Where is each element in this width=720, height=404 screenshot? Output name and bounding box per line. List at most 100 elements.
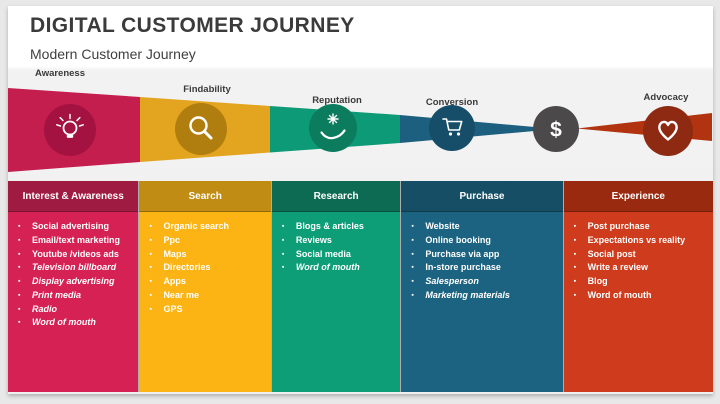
list-item: ▪ Expectations vs reality — [574, 235, 709, 246]
bullet-icon: ▪ — [573, 236, 577, 244]
column-header: Experience — [563, 181, 713, 212]
column-list: ▪Social advertising▪Email/text marketing… — [8, 212, 139, 392]
list-item: ▪ Near me — [149, 290, 266, 301]
bullet-icon: ▪ — [573, 264, 577, 272]
list-item: ▪Purchase via app — [411, 249, 558, 260]
list-item-text: Word of mouth — [32, 317, 96, 328]
list-item: ▪Online booking — [411, 235, 558, 246]
list-item: ▪Apps — [149, 276, 266, 287]
list-item-text: Print media — [32, 289, 82, 300]
care-hand-icon — [320, 113, 346, 140]
bullet-icon: ▪ — [411, 291, 414, 299]
funnel-graphic: $ — [8, 88, 712, 172]
bullet-icon: ▪ — [149, 236, 152, 244]
list-item-text: Near me — [163, 289, 199, 300]
list-item-text: In-store purchase — [425, 262, 501, 273]
list-item: ▪Website — [411, 221, 558, 232]
list-item: ▪Reviews — [282, 235, 396, 246]
journey-funnel: $ Awareness Findability Reputation Conve… — [8, 64, 713, 188]
list-item-text: Website — [425, 221, 460, 231]
shopping-cart-icon — [442, 118, 463, 136]
reputation-icon-circle — [309, 104, 357, 152]
list-item: ▪Radio — [18, 304, 134, 315]
advocacy-icon-circle — [643, 106, 693, 156]
stage-label-reputation: Reputation — [312, 95, 362, 106]
findability-icon-circle — [175, 103, 227, 155]
bullet-icon: ▪ — [18, 250, 21, 258]
list-item: ▪ Word of mouth — [18, 317, 134, 328]
list-item-text: Post purchase — [587, 221, 650, 231]
lightbulb-icon — [56, 113, 84, 138]
list-item: ▪ Write a review — [574, 262, 709, 273]
list-item: ▪Social media — [282, 249, 396, 260]
stage-label-conversion: Conversion — [425, 97, 479, 108]
journey-table: Interest & Awareness ▪ Social advertising… — [8, 181, 713, 392]
list-item-text: Purchase via app — [425, 248, 500, 259]
stage-label-awareness: Awareness — [35, 68, 85, 79]
heart-icon — [658, 120, 678, 141]
list-item-text: Directories — [163, 262, 211, 273]
list-item-text: Maps — [163, 248, 187, 259]
journey-column-purchase: Purchase ▪Website▪Online booking▪Purchas… — [400, 181, 563, 392]
bullet-icon: ▪ — [18, 305, 21, 313]
bullet-icon: ▪ — [573, 250, 577, 258]
list-item-text: Display advertising — [32, 276, 115, 286]
stage-label-advocacy: Advocacy — [643, 92, 689, 103]
bullet-icon: ▪ — [573, 223, 577, 230]
column-header: Research — [271, 181, 401, 212]
bullet-icon: ▪ — [573, 278, 577, 285]
bullet-icon: ▪ — [281, 250, 285, 258]
stage-label-findability: Findability — [183, 84, 231, 95]
list-item-text: Blogs & articles — [295, 221, 364, 231]
list-item-text: Word of mouth — [587, 289, 652, 300]
list-item: ▪Organic search — [149, 221, 266, 232]
list-item-text: GPS — [163, 303, 183, 314]
list-item: ▪Email/text marketing — [18, 235, 134, 246]
list-item-text: Ppc — [163, 234, 180, 245]
list-item: ▪ Post purchase — [574, 221, 709, 232]
column-list: ▪ Post purchase ▪ Expectations vs reality ▪ S… — [563, 212, 713, 392]
magnifier-icon — [189, 116, 213, 140]
list-item: ▪Word of mouth — [574, 290, 709, 301]
bullet-icon: ▪ — [18, 291, 21, 299]
money-icon-circle — [533, 106, 579, 152]
journey-column-experience: Experience ▪ Post purchase ▪ Expectations v… — [562, 181, 713, 392]
list-item-text: Television billboard — [32, 262, 117, 273]
bullet-icon: ▪ — [149, 264, 152, 272]
dollar-icon: $ — [550, 119, 562, 142]
list-item-text: Social advertising — [32, 221, 110, 231]
column-list: ▪Blogs & articles▪Reviews▪Social media▪W… — [271, 212, 401, 392]
journey-column-research: Research ▪ Blogs & articles ▪Reviews ▪Socia… — [270, 181, 401, 392]
bullet-icon: ▪ — [411, 264, 414, 272]
list-item: ▪ Ppc — [149, 235, 266, 246]
list-item: ▪ Social post — [574, 249, 709, 260]
list-item-text: Apps — [163, 276, 186, 286]
bullet-icon: ▪ — [411, 278, 414, 285]
list-item-text: Write a review — [587, 262, 649, 273]
page-subtitle: Modern Customer Journey — [30, 46, 196, 62]
list-item: ▪ Display advertising — [18, 276, 134, 287]
journey-column-interest-awareness: Interest & Awareness ▪ Social advertising… — [8, 181, 139, 392]
column-header: Interest & Awareness — [8, 181, 139, 212]
bullet-icon: ▪ — [149, 291, 152, 299]
bullet-icon: ▪ — [18, 319, 21, 327]
list-item: ▪Television billboard — [18, 262, 134, 273]
list-item-text: Blog — [587, 276, 608, 286]
conversion-icon-circle — [429, 105, 475, 151]
list-item-text: Social post — [587, 248, 636, 259]
list-item: ▪ Print media — [18, 290, 134, 301]
list-item-text: Expectations vs reality — [587, 234, 686, 245]
list-item-text: Email/text marketing — [32, 234, 121, 245]
list-item: ▪ Salesperson — [411, 276, 558, 287]
list-item: ▪ Directories — [149, 262, 266, 273]
list-item: ▪ In-store purchase — [411, 262, 558, 273]
bullet-icon: ▪ — [149, 305, 152, 313]
list-item: ▪ Blog — [574, 276, 709, 287]
list-item-text: Youtube /videos ads — [32, 248, 119, 259]
list-item-text: Online booking — [425, 234, 491, 245]
bullet-icon: ▪ — [18, 223, 21, 230]
column-header: Purchase — [401, 181, 563, 212]
list-item-text: Salesperson — [425, 276, 479, 286]
bullet-icon: ▪ — [18, 278, 21, 285]
list-item-text: Marketing materials — [425, 289, 510, 300]
